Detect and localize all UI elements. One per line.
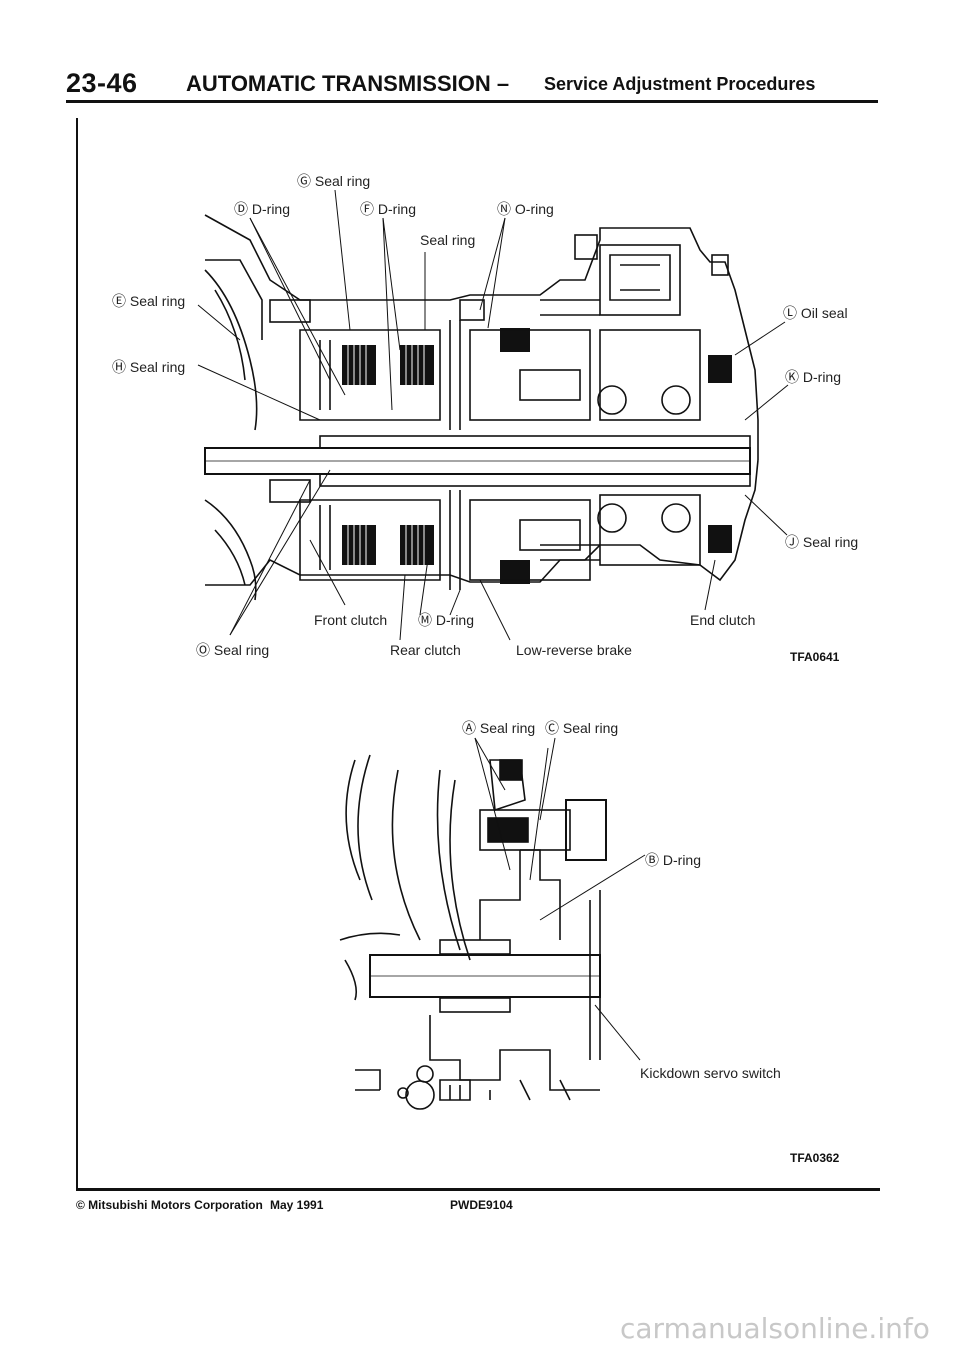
footer-code: PWDE9104 — [450, 1198, 513, 1212]
label-end-clutch: End clutch — [690, 612, 755, 628]
label-k-d-ring: Ⓚ D-ring — [785, 369, 841, 385]
content-frame — [76, 118, 880, 1191]
label-e-seal-ring: Ⓔ Seal ring — [112, 293, 185, 309]
kickdown-servo-section — [339, 754, 607, 1110]
label-o-seal-ring: Ⓞ Seal ring — [196, 642, 269, 658]
label-d-d-ring: Ⓓ D-ring — [234, 201, 290, 217]
section-subtitle: Service Adjustment Procedures — [544, 74, 816, 94]
figure2-code: TFA0362 — [790, 1151, 840, 1165]
footer-date: May 1991 — [270, 1198, 324, 1212]
page-number: 23-46 — [66, 68, 138, 98]
footer-copyright: © Mitsubishi Motors Corporation — [76, 1198, 263, 1212]
label-kickdown-servo-switch: Kickdown servo switch — [640, 1065, 781, 1081]
figure1-code: TFA0641 — [790, 650, 840, 664]
figure2-leader-lines — [474, 737, 646, 1061]
label-low-reverse-brake: Low-reverse brake — [516, 642, 632, 658]
page-header: 23-46 AUTOMATIC TRANSMISSION – Service A… — [66, 66, 878, 103]
label-m-d-ring: Ⓜ D-ring — [418, 612, 474, 628]
figure1-leader-lines — [197, 189, 789, 641]
label-front-clutch: Front clutch — [314, 612, 387, 628]
label-c-seal-ring: Ⓒ Seal ring — [545, 720, 618, 736]
label-rear-clutch: Rear clutch — [390, 642, 461, 658]
section-title: AUTOMATIC TRANSMISSION – — [186, 71, 510, 96]
watermark: carmanualsonline.info — [620, 1312, 930, 1345]
label-h-seal-ring: Ⓗ Seal ring — [112, 359, 185, 375]
label-a-seal-ring: Ⓐ Seal ring — [462, 720, 535, 736]
label-j-seal-ring: Ⓙ Seal ring — [785, 534, 858, 550]
label-g-seal-ring: Ⓖ Seal ring — [297, 173, 370, 189]
transmission-cross-section — [204, 214, 759, 601]
label-n-o-ring: Ⓝ O-ring — [497, 201, 554, 217]
label-l-oil-seal: Ⓛ Oil seal — [783, 305, 848, 321]
label-seal-ring: Seal ring — [420, 232, 475, 248]
label-b-d-ring: Ⓑ D-ring — [645, 852, 701, 868]
label-f-d-ring: Ⓕ D-ring — [360, 201, 416, 217]
